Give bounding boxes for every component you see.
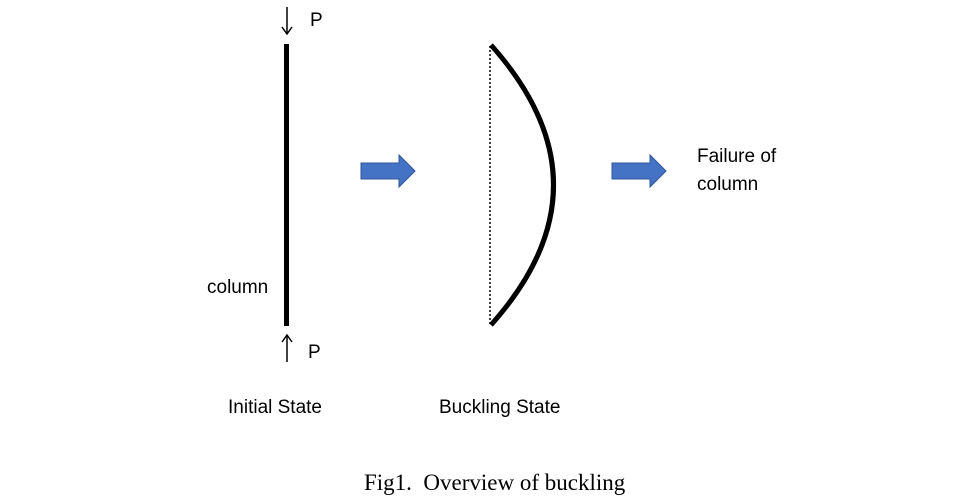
arrow-down-icon	[281, 7, 293, 36]
buckling-state-label: Buckling State	[439, 397, 560, 418]
block-arrow-right-icon	[360, 153, 416, 189]
initial-state-label: Initial State	[228, 397, 322, 418]
figure-caption: Fig1. Overview of buckling	[364, 470, 626, 495]
failure-label-line1: Failure of	[697, 146, 777, 167]
initial-column	[284, 44, 289, 326]
buckled-column-curve	[489, 43, 556, 327]
block-arrow-right-icon	[611, 153, 667, 189]
failure-label-line2: column	[697, 174, 758, 195]
column-label: column	[207, 277, 268, 298]
load-label-bottom: P	[308, 342, 321, 363]
load-label-top: P	[310, 10, 323, 31]
arrow-up-icon	[281, 333, 293, 362]
